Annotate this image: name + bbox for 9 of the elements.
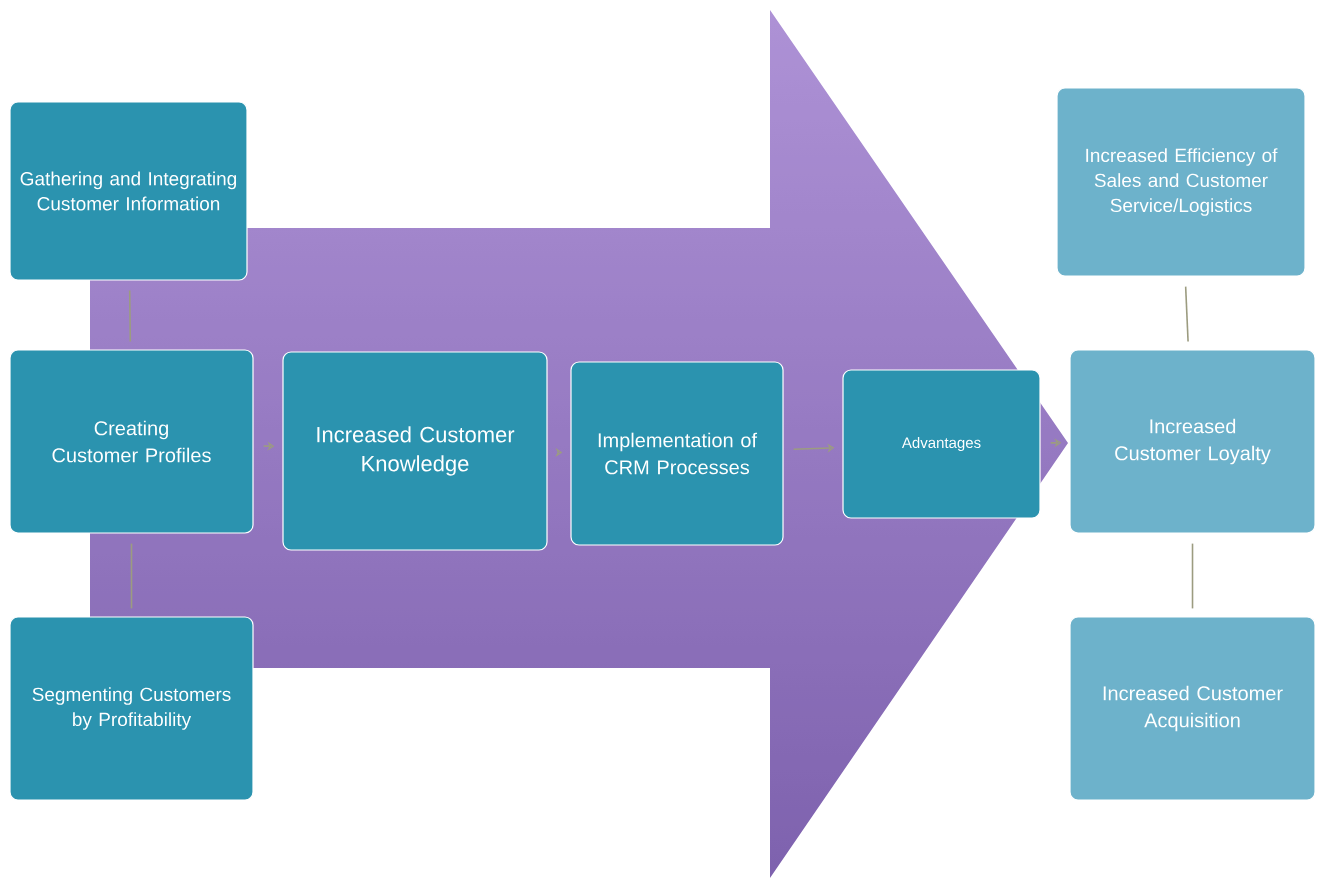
- process-box: Gathering and Integrating Customer Information: [9, 101, 248, 281]
- process-box: Increased Efficiency of Sales and Customer Service/Logistics: [1056, 87, 1306, 277]
- process-box: Creating Customer Profiles: [9, 349, 254, 534]
- process-box: Increased Customer Loyalty: [1069, 349, 1316, 534]
- process-box: Advantages: [842, 369, 1041, 519]
- process-box: Increased Customer Knowledge: [282, 351, 548, 551]
- process-box: Segmenting Customers by Profitability: [9, 616, 254, 801]
- process-box: Implementation of CRM Processes: [570, 361, 784, 546]
- process-box: Increased Customer Acquisition: [1069, 616, 1316, 801]
